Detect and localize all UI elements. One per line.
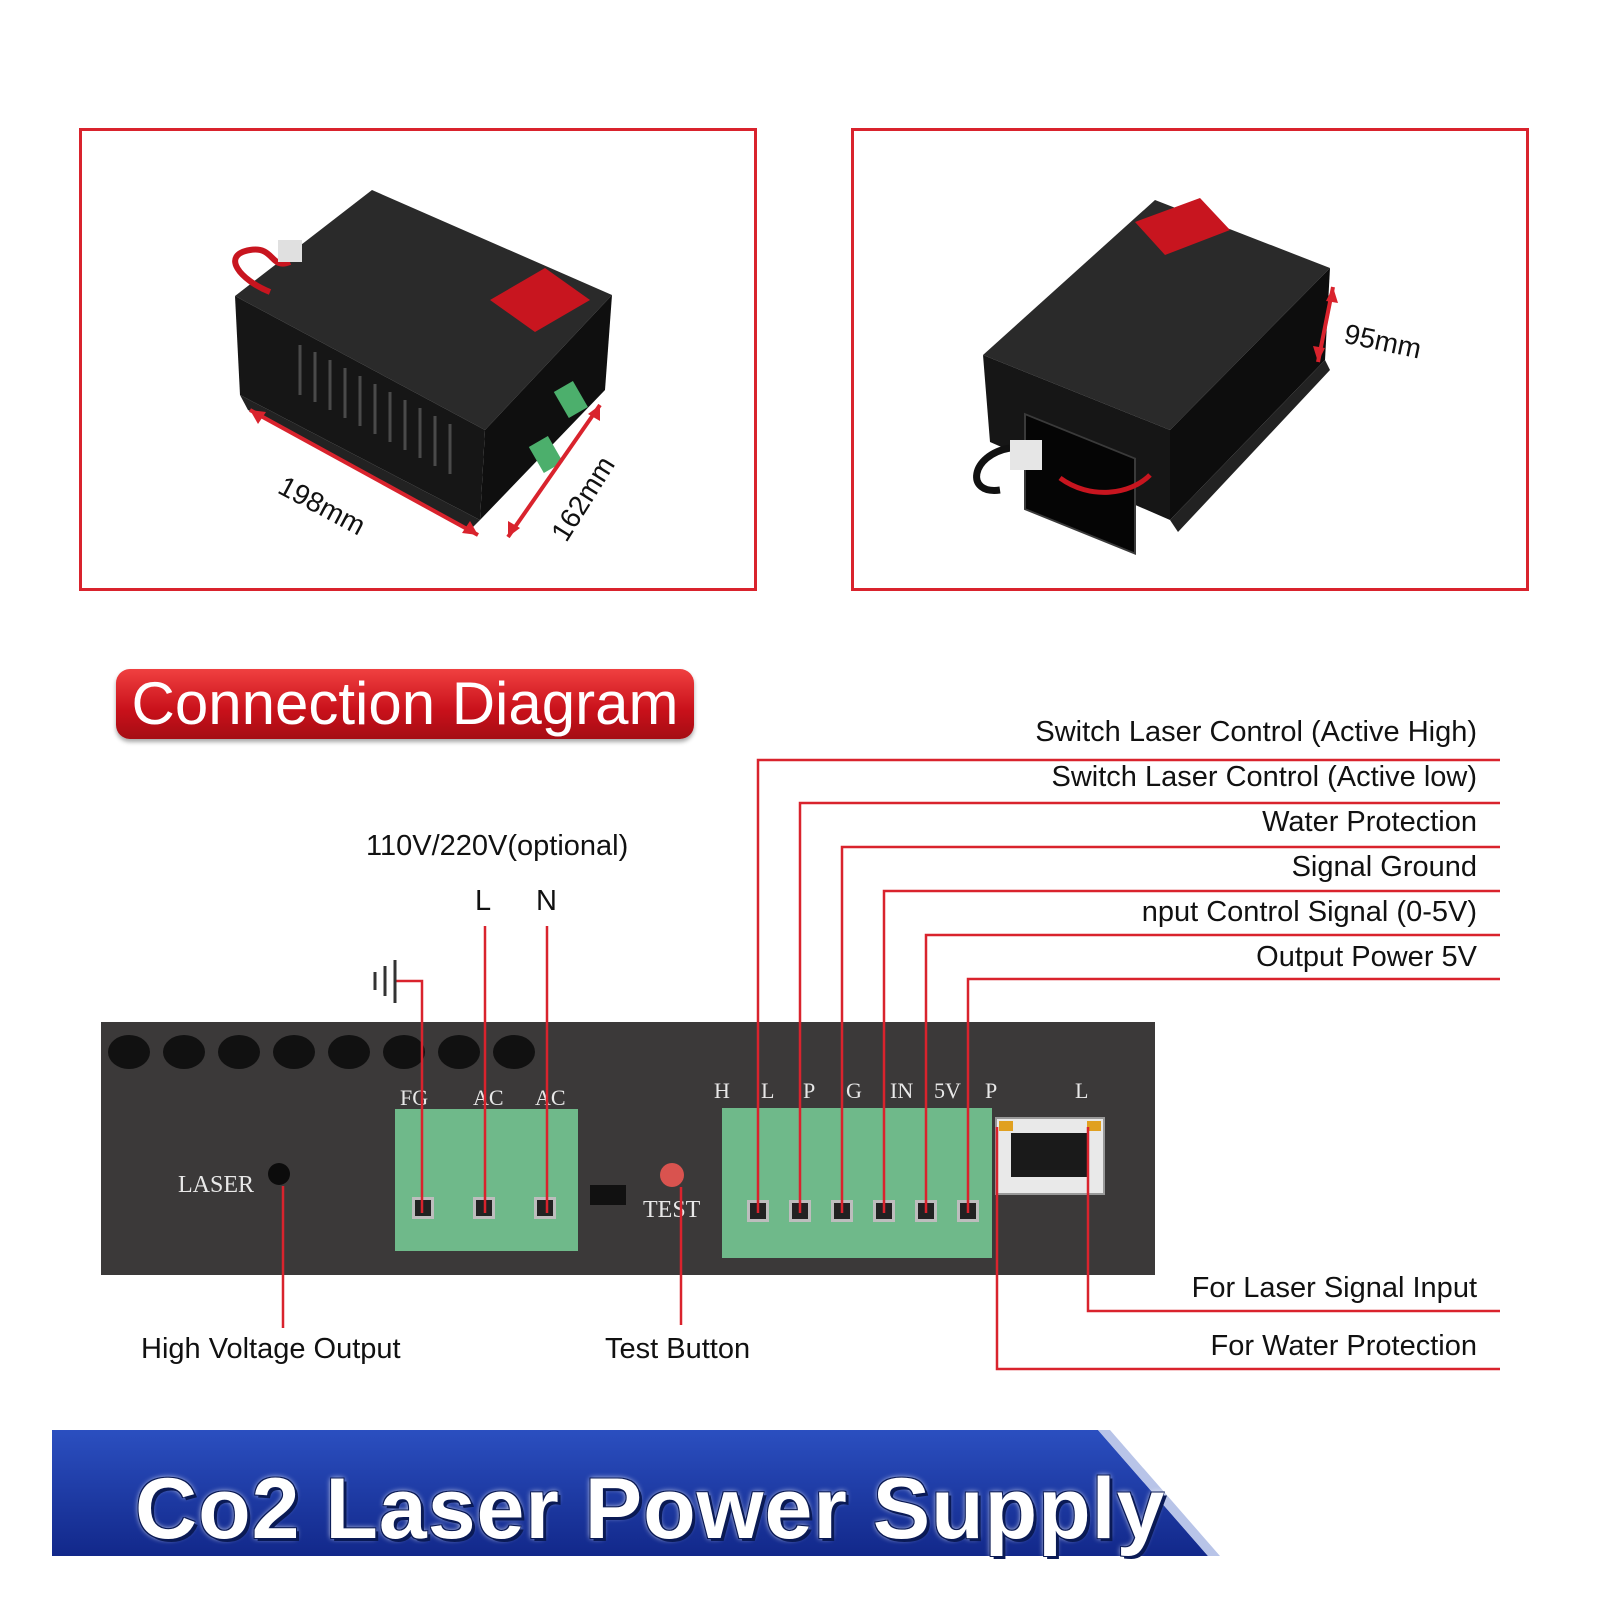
panel-slot — [590, 1185, 626, 1205]
signal-terminal-block — [722, 1108, 992, 1258]
vent-hole — [328, 1035, 370, 1069]
vent-hole — [493, 1035, 535, 1069]
terminal-screw — [534, 1197, 556, 1219]
led-indicator — [1087, 1121, 1101, 1131]
terminal-ac-label: AC — [535, 1085, 566, 1110]
ground-symbol — [373, 960, 397, 1003]
neutral-label: N — [536, 885, 557, 917]
vent-hole — [383, 1035, 425, 1069]
test-button[interactable] — [660, 1163, 684, 1187]
terminal-l-label: L — [761, 1078, 775, 1103]
connection-diagram-heading: Connection Diagram — [116, 669, 694, 739]
terminal-in-label: IN — [890, 1078, 914, 1103]
product-title-banner: Co2 Laser Power Supply — [135, 1461, 1166, 1557]
label-high-voltage-output: High Voltage Output — [141, 1333, 401, 1365]
vent-hole — [218, 1035, 260, 1069]
terminal-5v-label: 5V — [934, 1078, 961, 1103]
vent-hole — [438, 1035, 480, 1069]
terminal-h-label: H — [714, 1078, 730, 1103]
vent-hole — [108, 1035, 150, 1069]
rj45-port — [995, 1117, 1105, 1195]
rj45-socket — [1011, 1133, 1089, 1177]
label-output-power-5v: Output Power 5V — [1256, 941, 1477, 973]
label-for-water-protection: For Water Protection — [1210, 1330, 1477, 1362]
label-active-low: Switch Laser Control (Active low) — [1051, 761, 1477, 793]
port-p-label: P — [985, 1078, 998, 1103]
power-supply-unit-right — [973, 198, 1338, 555]
label-input-control-signal: nput Control Signal (0-5V) — [1141, 896, 1477, 928]
terminal-fg-label: FG — [400, 1085, 429, 1110]
vent-hole — [163, 1035, 205, 1069]
terminal-g-label: G — [846, 1078, 862, 1103]
laser-output-label: LASER — [178, 1172, 255, 1198]
label-water-protection: Water Protection — [1262, 806, 1477, 838]
power-supply-unit-left — [232, 190, 612, 539]
terminal-p-label: P — [803, 1078, 816, 1103]
vent-hole — [273, 1035, 315, 1069]
live-label: L — [475, 885, 492, 917]
label-active-high: Switch Laser Control (Active High) — [1035, 716, 1477, 748]
label-laser-signal-input: For Laser Signal Input — [1191, 1272, 1477, 1304]
terminal-ac-label: AC — [473, 1085, 504, 1110]
test-label: TEST — [643, 1197, 701, 1223]
high-voltage-output-port — [268, 1163, 290, 1185]
port-l-label: L — [1075, 1078, 1089, 1103]
label-signal-ground: Signal Ground — [1291, 851, 1477, 883]
label-test-button: Test Button — [605, 1333, 751, 1365]
input-voltage-label: 110V/220V(optional) — [366, 830, 629, 862]
led-indicator — [999, 1121, 1013, 1131]
